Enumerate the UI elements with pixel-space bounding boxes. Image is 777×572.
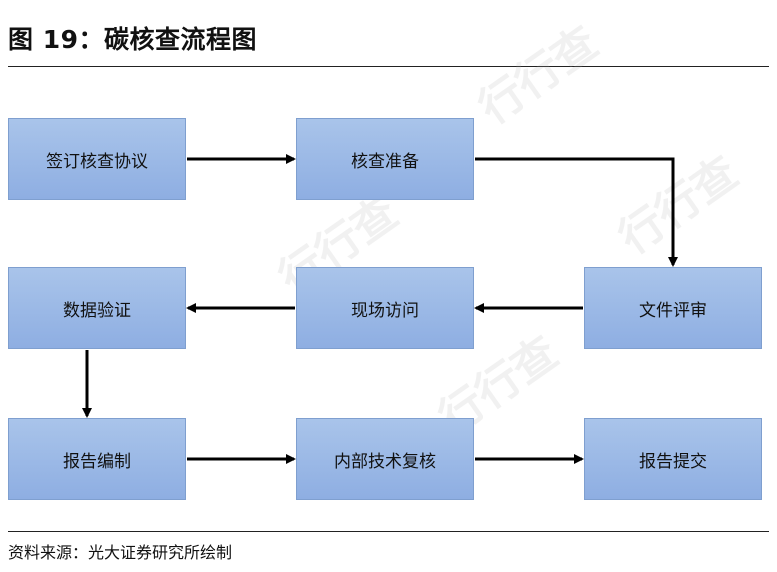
node-data-verification: 数据验证 (8, 267, 186, 349)
node-internal-review: 内部技术复核 (296, 418, 474, 500)
footer-divider (8, 531, 769, 532)
page-title: 图 19：碳核查流程图 (8, 25, 257, 54)
arrow-prep-to-review (475, 157, 678, 267)
source-note: 资料来源：光大证券研究所绘制 (8, 543, 233, 562)
node-report-submission: 报告提交 (584, 418, 762, 500)
node-report-preparation: 报告编制 (8, 418, 186, 500)
node-verification-prep: 核查准备 (296, 118, 474, 200)
title-divider (8, 66, 769, 67)
node-site-visit: 现场访问 (296, 267, 474, 349)
node-document-review: 文件评审 (584, 267, 762, 349)
node-sign-agreement: 签订核查协议 (8, 118, 186, 200)
